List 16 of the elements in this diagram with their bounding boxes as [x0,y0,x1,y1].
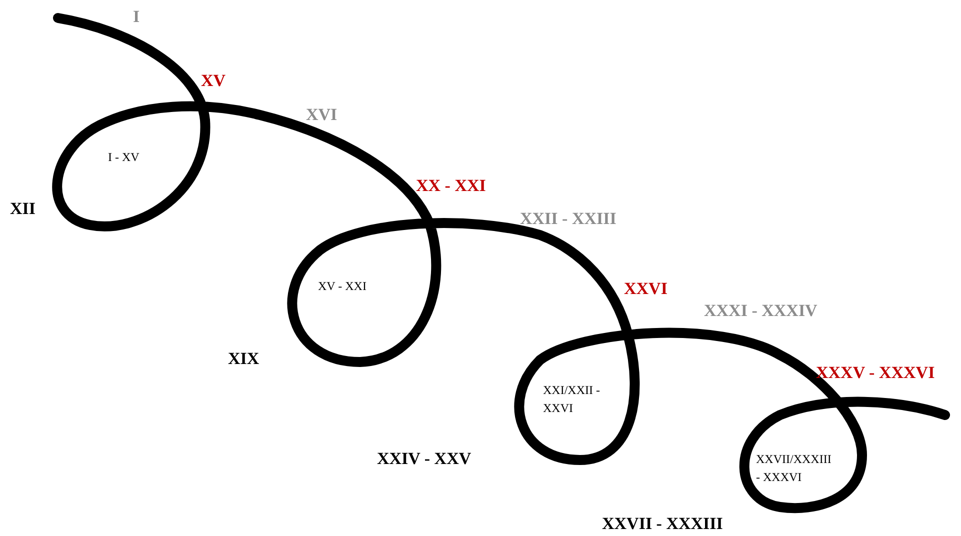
numeral-label: XXII - XXIII [520,208,616,230]
numeral-label: XII [10,198,36,220]
numeral-label: XXI/XXII - XXVI [543,382,601,417]
numeral-label: XXVI [624,278,668,300]
numeral-label: XXVII/XXXIII - XXXVI [756,451,832,486]
numeral-label: XV [201,70,226,92]
numeral-label: XVI [306,104,338,126]
numeral-label: XIX [228,348,260,370]
numeral-label: XXIV - XXV [377,448,472,470]
numeral-label: XX - XXI [416,175,486,197]
numeral-label: XXVII - XXXIII [602,513,723,535]
numeral-label: XXXI - XXXIV [704,300,818,322]
numeral-label: XXXV - XXXVI [816,362,935,384]
numeral-label: I [133,6,140,28]
numeral-label: I - XV [108,149,140,166]
numeral-label: XV - XXI [318,278,366,295]
